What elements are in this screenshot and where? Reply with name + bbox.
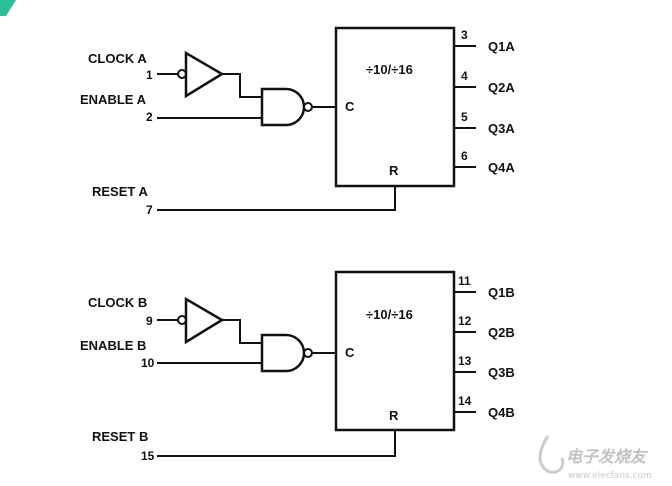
counter-a: CLOCK A 1 ENABLE A 2 RESET A 7 ÷10/÷16 C… (80, 26, 515, 217)
q2a-label: Q2A (488, 80, 515, 95)
clock-a-label: CLOCK A (88, 51, 147, 66)
watermark-text: 电子发烧友 (566, 447, 649, 466)
q2a-pin: 4 (461, 69, 468, 83)
counter-b: CLOCK B 9 ENABLE B 10 RESET B 15 ÷10/÷16… (80, 270, 515, 463)
clock-b-pin: 9 (146, 314, 153, 328)
clock-b-label: CLOCK B (88, 295, 147, 310)
clock-b-to-nand-wire (222, 319, 262, 344)
counter-b-clock-input-text: C (345, 345, 355, 360)
clock-b-inverter (184, 296, 225, 345)
enable-a-nand-gate (260, 87, 306, 127)
q3b-pin: 13 (458, 354, 472, 368)
q1a-label: Q1A (488, 39, 515, 54)
enable-b-nand-bubble (303, 348, 313, 358)
q1b-label: Q1B (488, 285, 515, 300)
enable-b-pin: 10 (141, 356, 155, 370)
enable-b-label: ENABLE B (80, 338, 146, 353)
q1a-pin: 3 (461, 28, 468, 42)
counter-a-clock-input-text: C (345, 99, 355, 114)
enable-a-nand-bubble (303, 102, 313, 112)
counter-a-divider-text: ÷10/÷16 (366, 62, 413, 77)
q4a-pin: 6 (461, 149, 468, 163)
watermark-url: www.elecfans.com (568, 471, 652, 481)
counter-a-reset-input-text: R (389, 163, 399, 178)
reset-b-pin: 15 (141, 449, 155, 463)
q2b-pin: 12 (458, 314, 472, 328)
enable-b-nand-gate (260, 333, 306, 373)
reset-b-wire (157, 430, 396, 457)
q3a-pin: 5 (461, 110, 468, 124)
enable-a-pin: 2 (146, 110, 153, 124)
q2b-label: Q2B (488, 325, 515, 340)
reset-a-wire (157, 186, 396, 211)
clock-a-inverter (184, 50, 225, 99)
q3a-label: Q3A (488, 121, 515, 136)
reset-b-label: RESET B (92, 429, 148, 444)
reset-a-label: RESET A (92, 184, 148, 199)
enable-a-label: ENABLE A (80, 92, 147, 107)
q3b-label: Q3B (488, 365, 515, 380)
corner-mark (0, 0, 16, 16)
counter-b-divider-text: ÷10/÷16 (366, 307, 413, 322)
q1b-pin: 11 (458, 274, 471, 288)
clock-a-pin: 1 (146, 68, 153, 82)
clock-a-to-nand-wire (222, 73, 262, 98)
reset-a-pin: 7 (146, 203, 153, 217)
watermark-logo-icon (538, 435, 565, 474)
watermark: 电子发烧友 www.elecfans.com (538, 435, 652, 481)
q4a-label: Q4A (488, 160, 515, 175)
q4b-pin: 14 (458, 394, 472, 408)
q4b-label: Q4B (488, 405, 515, 420)
counter-b-reset-input-text: R (389, 408, 399, 423)
